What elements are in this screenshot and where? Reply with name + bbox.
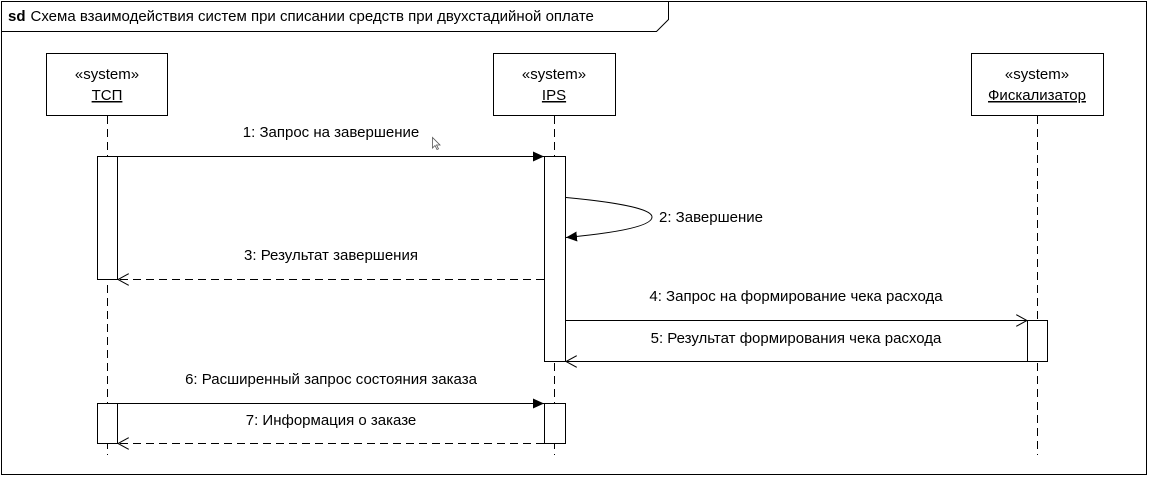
activation-tsp-1 — [97, 156, 118, 280]
lifeline-tsp-stereotype: «system» — [75, 66, 139, 83]
message-2-arrow — [565, 197, 653, 242]
message-7-label: 7: Информация о заказе — [246, 412, 417, 429]
activation-ips-2 — [544, 403, 566, 444]
frame-title-tab — [1, 1, 669, 32]
message-5-label: 5: Результат формирования чека расхода — [651, 330, 942, 347]
activation-fisc-1 — [1027, 320, 1048, 362]
lifeline-fisc-name: Фискализатор — [988, 87, 1086, 104]
message-6-label: 6: Расширенный запрос состояния заказа — [185, 371, 478, 388]
lifeline-fisc: «system» Фискализатор — [971, 53, 1104, 455]
mouse-cursor-icon — [432, 136, 441, 151]
message-2-label: 2: Завершение — [659, 209, 763, 226]
lifeline-fisc-stereotype: «system» — [1005, 66, 1069, 83]
message-3-label: 3: Результат завершения — [244, 247, 418, 264]
lifeline-ips: «system» IPS — [493, 53, 616, 455]
lifeline-tsp-name: ТСП — [92, 87, 123, 104]
lifeline-ips-name: IPS — [542, 87, 566, 104]
activation-tsp-2 — [97, 403, 118, 444]
message-1-label: 1: Запрос на завершение — [243, 124, 419, 141]
lifeline-ips-stereotype: «system» — [522, 66, 586, 83]
activation-ips-1 — [544, 156, 566, 362]
message-4-label: 4: Запрос на формирование чека расхода — [649, 288, 943, 305]
